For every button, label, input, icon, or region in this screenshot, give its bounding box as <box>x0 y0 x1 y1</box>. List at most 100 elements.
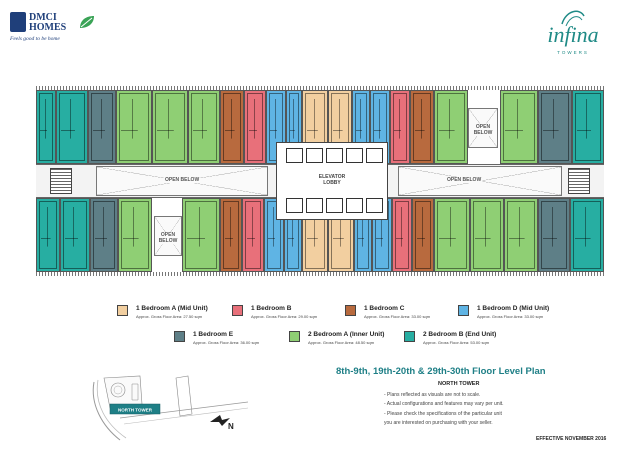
unit-1br-e-south <box>538 198 570 272</box>
plan-title: 8th-9th, 19th-20th & 29th-30th Floor Lev… <box>336 366 546 377</box>
elevator-icon <box>286 148 303 163</box>
unit-1br-b-north <box>244 90 266 164</box>
room-partitions <box>185 201 217 269</box>
unit-2br-b-south <box>36 198 60 272</box>
room-partitions <box>155 93 185 161</box>
balcony-rail <box>36 86 604 90</box>
legend-swatch <box>232 305 243 316</box>
dmci-homes-logo: DMCI HOMES Feels good to be home <box>10 12 120 48</box>
elevator-icon <box>286 198 303 213</box>
infina-towers-logo: infina TOWERS <box>528 6 618 64</box>
elevator-lobby-label: ELEVATOR LOBBY <box>318 174 346 186</box>
legend-swatch <box>345 305 356 316</box>
legend-title: 1 Bedroom B <box>251 305 292 312</box>
note-item: you are interested on purchasing with yo… <box>384 419 493 426</box>
room-partitions <box>91 93 113 161</box>
legend-area: Approx. Gross Floor Area: 27.50 sqm <box>136 314 203 319</box>
brand-name: DMCI HOMES <box>29 12 67 33</box>
legend-swatch <box>174 331 185 342</box>
room-partitions <box>507 201 535 269</box>
note-item: - Please check the specifications of the… <box>384 410 502 417</box>
brand-tagline: Feels good to be home <box>10 36 60 42</box>
room-partitions <box>437 201 467 269</box>
unit-1br-c-south <box>220 198 242 272</box>
unit-1br-e-north <box>538 90 572 164</box>
room-partitions <box>541 93 569 161</box>
unit-1br-e-south <box>90 198 118 272</box>
elevator-icon <box>306 148 323 163</box>
unit-1br-c-north <box>410 90 434 164</box>
unit-2br-a-south <box>182 198 220 272</box>
unit-2br-a-north <box>116 90 152 164</box>
unit-2br-a-north <box>188 90 220 164</box>
elevator-icon <box>306 198 323 213</box>
unit-2br-a-south <box>470 198 504 272</box>
room-partitions <box>59 93 85 161</box>
project-subtitle: TOWERS <box>557 50 589 55</box>
legend-swatch <box>117 305 128 316</box>
unit-2br-a-north <box>500 90 538 164</box>
room-partitions <box>121 201 149 269</box>
balcony-rail <box>36 272 604 276</box>
note-item: - Actual configurations and features may… <box>384 401 504 408</box>
elevator-icon <box>346 148 363 163</box>
unit-2br-a-south <box>434 198 470 272</box>
unit-2br-b-south <box>60 198 90 272</box>
north-tower-site-label: NORTH TOWER <box>118 408 153 413</box>
unit-2br-a-north <box>434 90 468 164</box>
legend-area: Approx. Gross Floor Area: 53.00 sqm <box>423 340 490 345</box>
stair-east <box>568 168 590 194</box>
room-partitions <box>395 201 409 269</box>
unit-1br-e-north <box>88 90 116 164</box>
room-partitions <box>573 201 601 269</box>
room-partitions <box>393 93 407 161</box>
legend-title: 1 Bedroom A (Mid Unit) <box>136 305 208 312</box>
north-label: N <box>228 422 234 431</box>
unit-1br-c-south <box>412 198 434 272</box>
unit-1br-b-south <box>392 198 412 272</box>
notes-list: - Plans reflected as visuals are not to … <box>384 391 504 428</box>
room-partitions <box>245 201 261 269</box>
swirl-icon <box>561 10 585 27</box>
legend-area: Approx. Gross Floor Area: 48.50 sqm <box>308 340 375 345</box>
room-partitions <box>93 201 115 269</box>
unit-2br-a-south <box>118 198 152 272</box>
room-partitions <box>39 93 53 161</box>
north-arrow-icon: N <box>210 415 234 431</box>
room-partitions <box>437 93 465 161</box>
elevator-icon <box>366 198 383 213</box>
open-below-label: OPEN BELOW <box>446 177 483 183</box>
tower-label: NORTH TOWER <box>438 381 480 387</box>
open-below-label: OPEN BELOW <box>164 177 201 183</box>
unit-2br-a-south <box>504 198 538 272</box>
open-below-label: OPEN BELOW <box>156 232 180 244</box>
stair-west <box>50 168 72 194</box>
room-partitions <box>119 93 149 161</box>
open-below-label: OPEN BELOW <box>471 124 495 136</box>
unit-1br-b-north <box>390 90 410 164</box>
legend-swatch <box>289 331 300 342</box>
legend-area: Approx. Gross Floor Area: 29.00 sqm <box>251 314 318 319</box>
leaf-icon <box>80 16 94 28</box>
unit-2br-b-north <box>56 90 88 164</box>
unit-2br-b-south <box>570 198 604 272</box>
room-partitions <box>415 201 431 269</box>
legend-swatch <box>404 331 415 342</box>
room-partitions <box>247 93 263 161</box>
unit-2br-b-north <box>36 90 56 164</box>
room-partitions <box>223 201 239 269</box>
room-partitions <box>223 93 241 161</box>
legend-swatch <box>458 305 469 316</box>
elevator-icon <box>326 198 343 213</box>
legend-title: 1 Bedroom D (Mid Unit) <box>477 305 550 312</box>
room-partitions <box>575 93 601 161</box>
floor-plan: OPEN BELOW OPEN BELOW OPEN BELOW OPEN BELOW… <box>36 86 604 276</box>
room-partitions <box>541 201 567 269</box>
legend-title: 1 Bedroom E <box>193 331 234 338</box>
room-partitions <box>503 93 535 161</box>
unit-2br-b-north <box>572 90 604 164</box>
unit-1br-b-south <box>242 198 264 272</box>
room-partitions <box>473 201 501 269</box>
room-partitions <box>191 93 217 161</box>
elevator-icon <box>346 198 363 213</box>
